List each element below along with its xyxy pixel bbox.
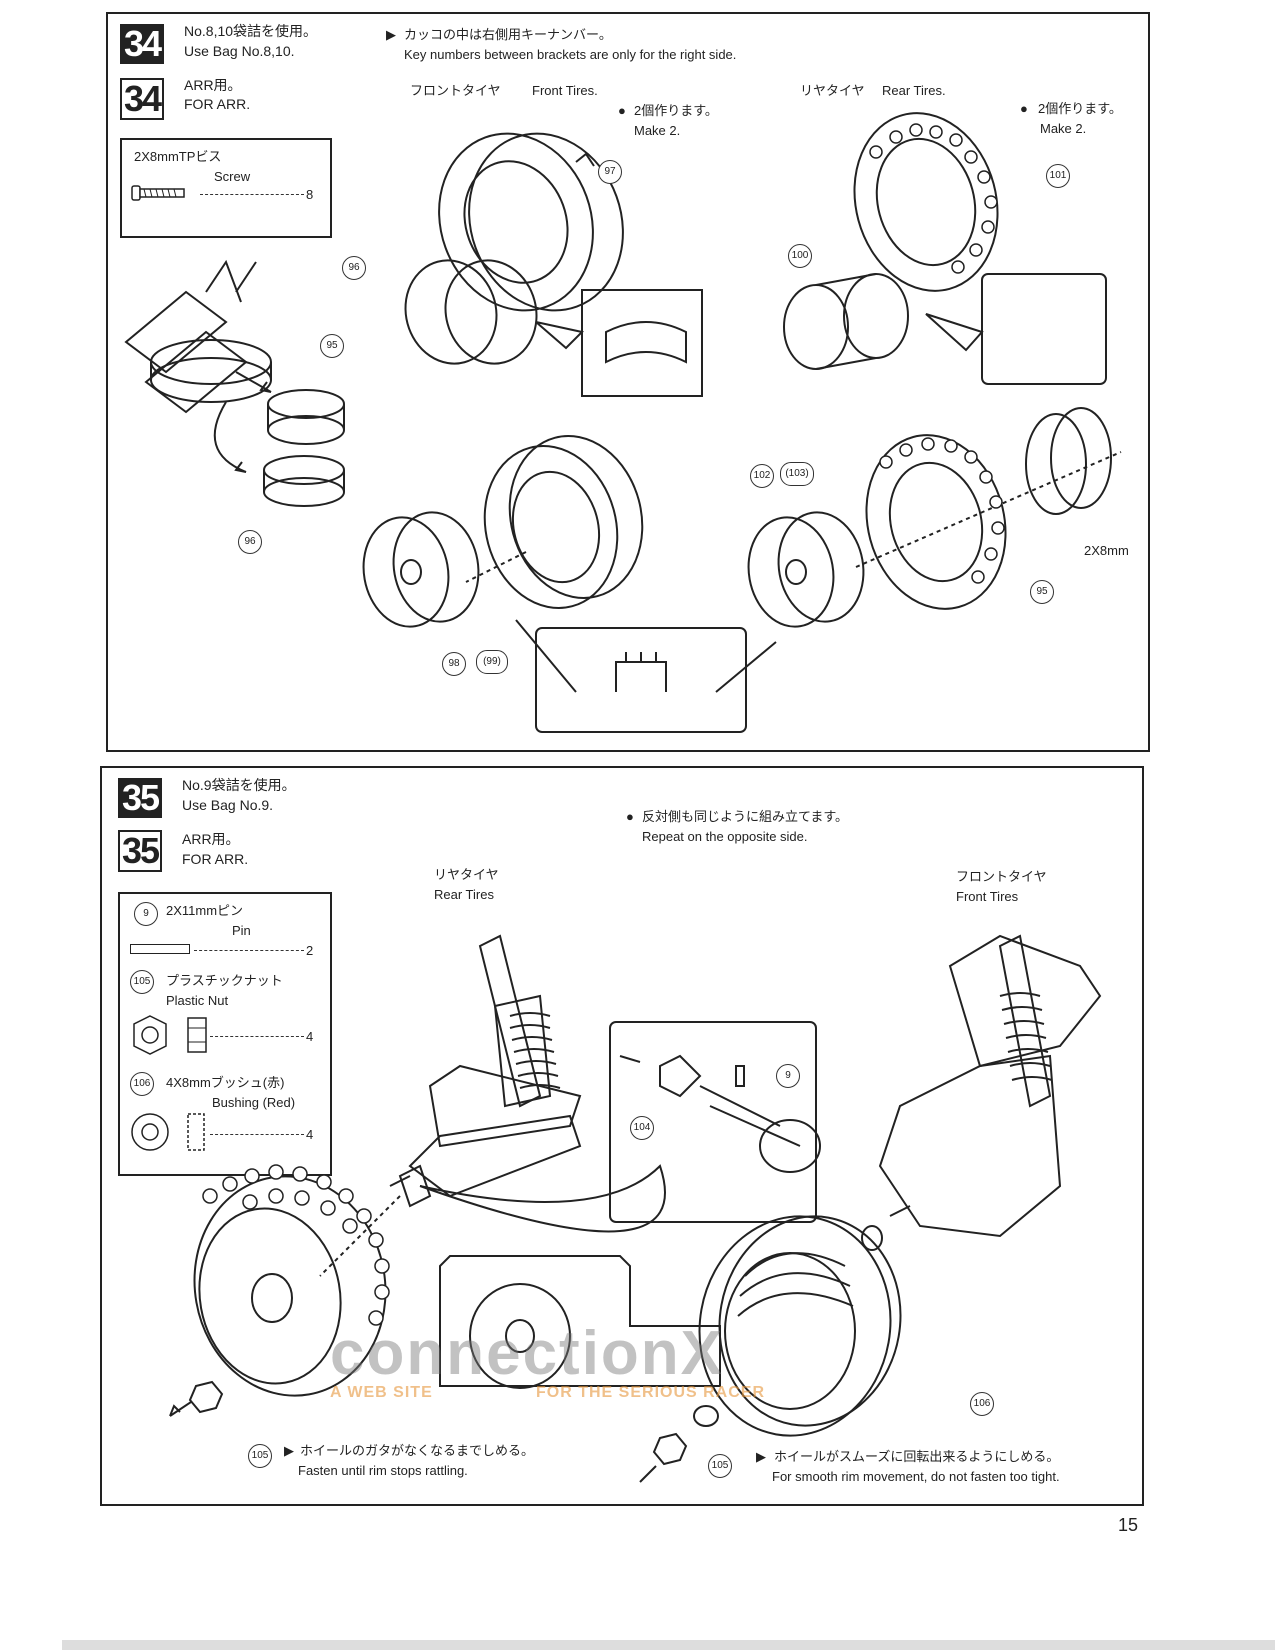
- pin-qty: 2: [306, 943, 314, 958]
- bullet-icon: ●: [618, 103, 626, 118]
- step-34-make2-rear-jp: 2個作ります。: [1038, 101, 1122, 116]
- bushing-qty: 4: [306, 1127, 314, 1142]
- callout-100: 100: [788, 244, 812, 268]
- step-34-parts-box: [120, 138, 332, 238]
- step-34-front-label-jp: フロントタイヤ: [410, 83, 501, 98]
- size-label-2x8mm: 2X8mm: [1084, 543, 1129, 558]
- watermark-brand: connectionX: [330, 1319, 725, 1388]
- step-34-make2-front-jp: 2個作ります。: [634, 103, 718, 118]
- screw-jp-label: 2X8mmTPビス: [134, 149, 222, 164]
- step-34-make2-front-en: Make 2.: [634, 123, 681, 138]
- step-35-rear-label-en: Rear Tires: [434, 887, 494, 902]
- bullet-icon: ●: [1020, 101, 1028, 116]
- callout-102: 102: [750, 464, 774, 488]
- step-34-bag-en: Use Bag No.8,10.: [184, 43, 295, 59]
- watermark-tagline-left: A WEB SITE: [330, 1384, 433, 1401]
- callout-101: 101: [1046, 164, 1070, 188]
- screw-qty: 8: [306, 187, 314, 202]
- step-34-assembly-drawing: [124, 112, 1122, 733]
- bracket-note-arrow-icon: ▶: [386, 27, 396, 42]
- watermark-tagline-right: FOR THE SERIOUS RACER: [536, 1384, 766, 1401]
- nut-jp-label: プラスチックナット: [166, 973, 283, 988]
- screw-en-label: Screw: [214, 169, 251, 184]
- pin-jp-label: 2X11mmピン: [166, 903, 244, 918]
- step-35-note-jp: 反対側も同じように組み立てます。: [642, 809, 849, 824]
- callout-95: 95: [320, 334, 344, 358]
- bushing-icon: [131, 1113, 205, 1151]
- nut-qty: 4: [306, 1029, 314, 1044]
- callout-97: 97: [598, 160, 622, 184]
- arrow-icon: ▶: [756, 1449, 766, 1464]
- step-35-front-label-en: Front Tires: [956, 889, 1019, 904]
- callout-103: (103): [780, 462, 814, 486]
- scan-edge: [62, 1640, 1275, 1650]
- step-34-arr-en: FOR ARR.: [184, 96, 251, 112]
- callout-99: (99): [476, 650, 508, 674]
- step-34-front-label-en: Front Tires.: [532, 83, 598, 98]
- step-35-arr-number: 35: [118, 830, 162, 872]
- step-35-arr-jp: ARR用。: [182, 831, 240, 847]
- callout-9: 9: [776, 1064, 800, 1088]
- nut-en-label: Plastic Nut: [166, 993, 229, 1008]
- step-34-make2-rear-en: Make 2.: [1040, 121, 1087, 136]
- step-35-front-label-jp: フロントタイヤ: [956, 869, 1047, 884]
- step-34-arr-jp: ARR用。: [184, 77, 242, 93]
- bushing-qty-leader: [210, 1134, 304, 1135]
- step-34-note-en: Key numbers between brackets are only fo…: [404, 47, 737, 62]
- bushing-jp-label: 4X8mmブッシュ(赤): [166, 1075, 285, 1090]
- bushing-en-label: Bushing (Red): [212, 1095, 296, 1110]
- callout-96b: 96: [238, 530, 262, 554]
- callout-95b: 95: [1030, 580, 1054, 604]
- callout-106: 106: [970, 1392, 994, 1416]
- nut-callout: 105: [130, 970, 154, 994]
- callout-105-left: 105: [248, 1444, 272, 1468]
- step-35-rear-label-jp: リヤタイヤ: [434, 867, 499, 882]
- step-35-bag-jp: No.9袋詰を使用。: [182, 777, 296, 793]
- bushing-callout: 106: [130, 1072, 154, 1096]
- step-34-bag-jp: No.8,10袋詰を使用。: [184, 23, 318, 39]
- fasten-note-jp: ホイールのガタがなくなるまでしめる。: [300, 1443, 535, 1458]
- nut-qty-leader: [210, 1036, 304, 1037]
- bullet-icon: ●: [626, 809, 634, 824]
- step-34-number: 34: [120, 24, 164, 64]
- page-number: 15: [1118, 1515, 1139, 1535]
- smooth-note-jp: ホイールがスムーズに回転出来るようにしめる。: [774, 1449, 1060, 1464]
- step-35-assembly-drawing: [169, 934, 1102, 1483]
- step-34-rear-label-jp: リヤタイヤ: [800, 83, 865, 98]
- step-35-note-en: Repeat on the opposite side.: [642, 829, 808, 844]
- step-34-arr-number: 34: [120, 78, 164, 120]
- screw-qty-leader: [200, 194, 304, 195]
- pin-callout: 9: [134, 902, 158, 926]
- smooth-note-en: For smooth rim movement, do not fasten t…: [772, 1469, 1060, 1484]
- step-35-bag-en: Use Bag No.9.: [182, 797, 274, 813]
- callout-105-right: 105: [708, 1454, 732, 1478]
- pin-icon: [130, 944, 190, 954]
- step-35-number: 35: [118, 778, 162, 818]
- screw-icon: [131, 185, 185, 201]
- pin-qty-leader: [194, 950, 304, 951]
- plastic-nut-icon: [133, 1015, 207, 1055]
- step-34-note-jp: カッコの中は右側用キーナンバー。: [404, 27, 612, 42]
- step-35-arr-en: FOR ARR.: [182, 851, 249, 867]
- pin-en-label: Pin: [232, 923, 251, 938]
- callout-96: 96: [342, 256, 366, 280]
- callout-98: 98: [442, 652, 466, 676]
- fasten-note-en: Fasten until rim stops rattling.: [298, 1463, 468, 1478]
- step-34-rear-label-en: Rear Tires.: [882, 83, 946, 98]
- arrow-icon: ▶: [284, 1443, 294, 1458]
- callout-104: 104: [630, 1116, 654, 1140]
